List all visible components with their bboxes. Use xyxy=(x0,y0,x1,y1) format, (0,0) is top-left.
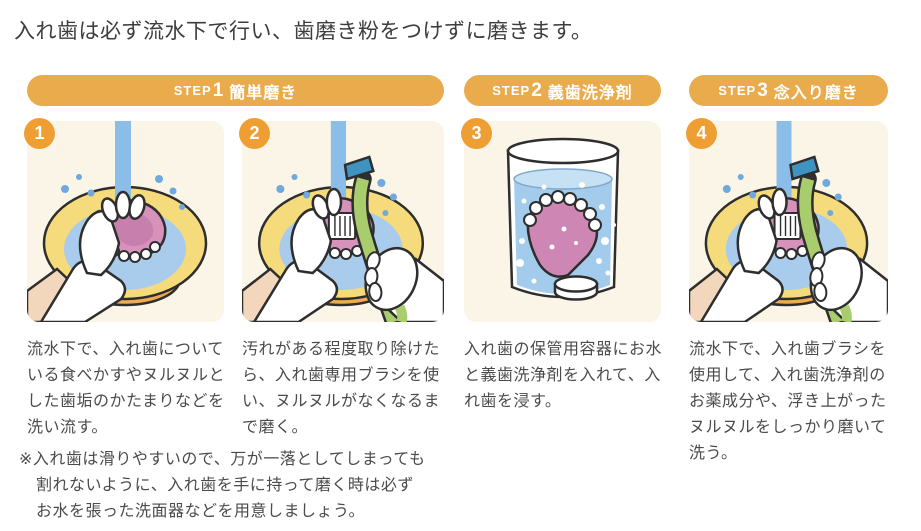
step3-banner: STEP 3 念入り磨き xyxy=(689,75,888,106)
panel-1-rinse-illustration xyxy=(27,121,224,322)
brush-denture-icon xyxy=(242,121,444,322)
step2-word: STEP xyxy=(492,83,531,98)
step1-banner: STEP 1 簡単磨き xyxy=(27,75,444,106)
step3-title: 念入り磨き xyxy=(773,84,859,102)
step2-title: 義歯洗浄剤 xyxy=(547,84,633,102)
step1-title: 簡単磨き xyxy=(229,84,298,102)
page-title: 入れ歯は必ず流水下で行い、歯磨き粉をつけずに磨きます。 xyxy=(14,20,593,43)
panel1-caption: 流水下で、入れ歯についている食べかすやヌルヌルとした歯垢のかたまりなどを洗い流す… xyxy=(27,341,226,436)
panel3-caption: 入れ歯の保管用容器にお水と義歯洗浄剤を入れて、入れ歯を浸す。 xyxy=(464,341,663,410)
soak-denture-icon xyxy=(506,137,620,301)
panel-4-brush-illustration xyxy=(689,121,888,322)
step2-banner: STEP 2 義歯洗浄剤 xyxy=(464,75,661,106)
panel4-number-badge: 4 xyxy=(686,118,717,149)
step2-number: 2 xyxy=(531,79,542,101)
step1-word: STEP xyxy=(173,83,212,98)
panel2-caption: 汚れがある程度取り除けたら、入れ歯専用ブラシを使い、ヌルヌルがなくなるまで磨く。 xyxy=(242,341,441,436)
rinse-denture-icon xyxy=(27,121,208,322)
panel1-number-badge: 1 xyxy=(24,118,55,149)
step1-number: 1 xyxy=(212,79,224,101)
brush-denture-icon xyxy=(689,121,888,322)
panel-2-brush-illustration xyxy=(242,121,444,322)
panel2-number-badge: 2 xyxy=(239,118,270,149)
panel3-number-badge: 3 xyxy=(461,118,492,149)
panel4-caption: 流水下で、入れ歯ブラシを使用して、入れ歯洗浄剤のお薬成分や、浮き上がったヌルヌル… xyxy=(689,341,887,462)
panel-3-soak-illustration xyxy=(464,121,661,322)
footnote: ※入れ歯は滑りやすいので、万が一落としてしまっても 割れないように、入れ歯を手に… xyxy=(19,451,426,520)
step3-word: STEP xyxy=(718,83,757,98)
step3-number: 3 xyxy=(757,79,768,101)
